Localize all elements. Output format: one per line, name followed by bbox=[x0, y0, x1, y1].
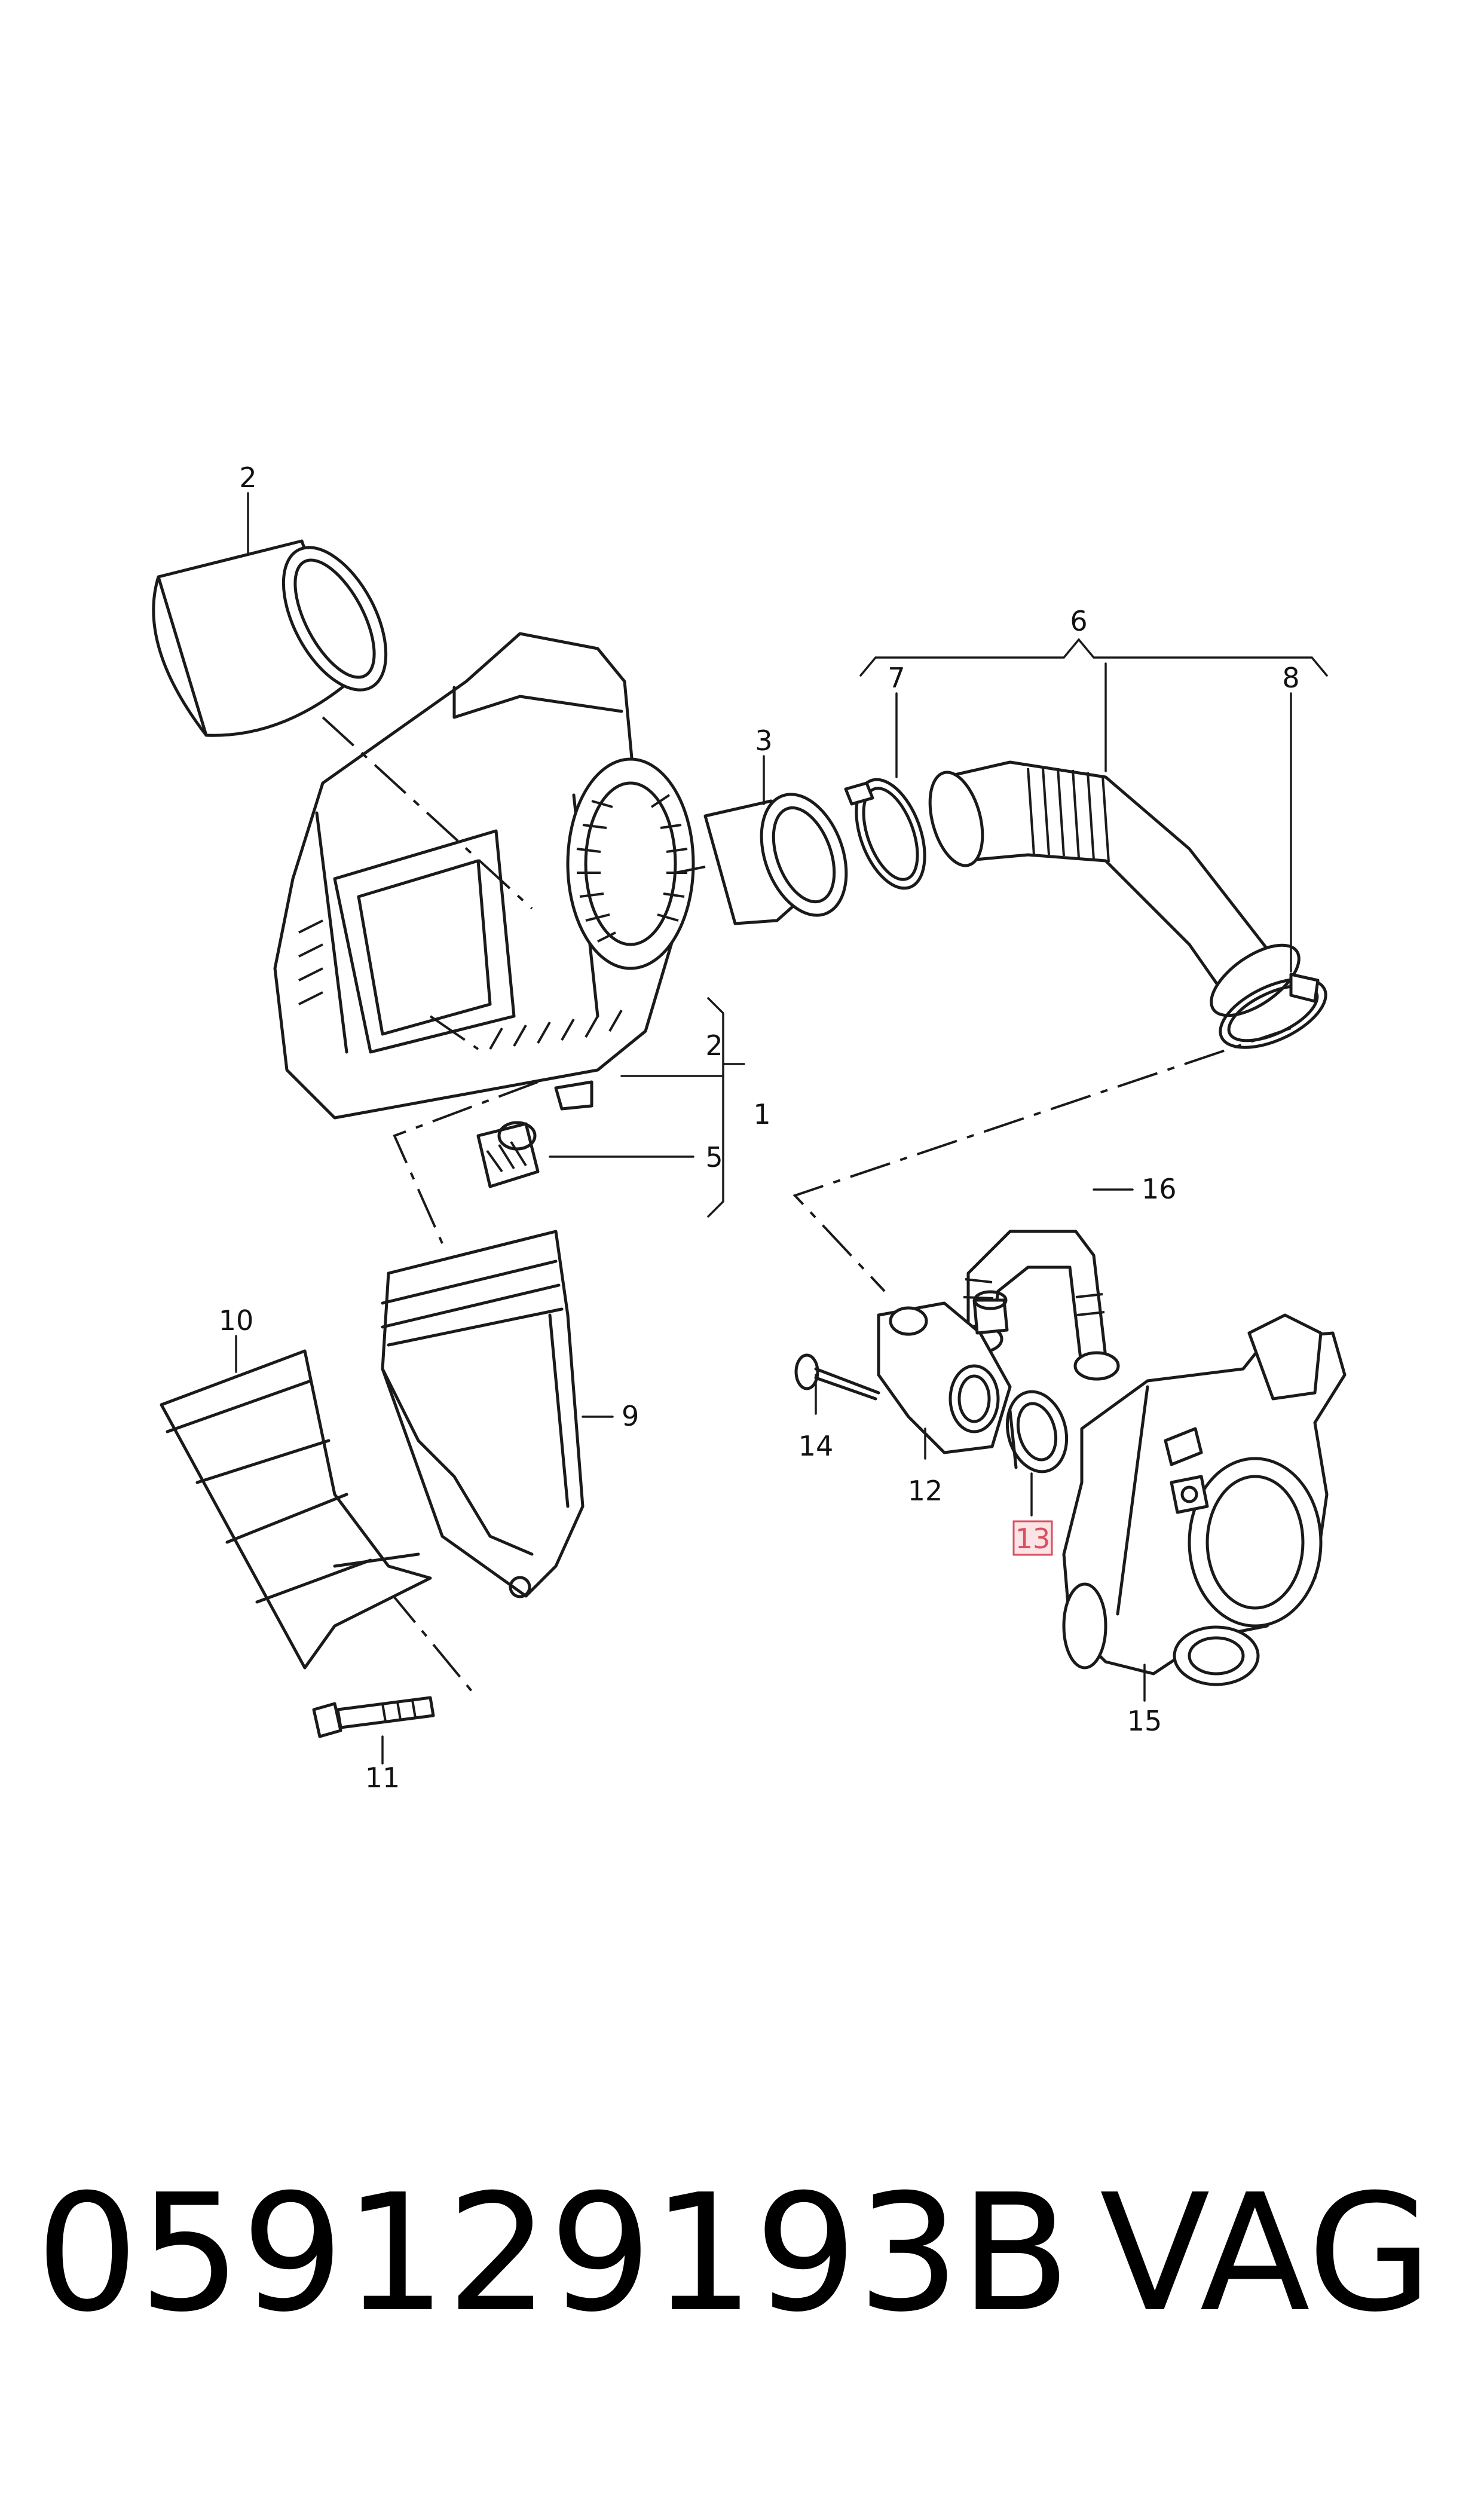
callout-2-side: 2 bbox=[705, 1029, 723, 1062]
callout-7: 7 bbox=[888, 662, 905, 694]
part-12-flange bbox=[877, 1290, 1012, 1454]
part-10-lower-duct bbox=[160, 1349, 432, 1670]
part-5-grommet bbox=[476, 1121, 540, 1188]
callout-10: 10 bbox=[219, 1304, 254, 1337]
callout-12: 12 bbox=[908, 1475, 943, 1507]
part-13-seal-ring bbox=[1005, 1390, 1069, 1473]
part-1-air-filter-housing bbox=[273, 632, 695, 1120]
callout-15: 15 bbox=[1127, 1705, 1162, 1737]
part-14-screw bbox=[794, 1353, 880, 1401]
callout-8: 8 bbox=[1282, 662, 1299, 694]
part-7-hose-clamp bbox=[844, 778, 926, 890]
part-3-connecting-pipe bbox=[703, 793, 848, 925]
callout-9: 9 bbox=[622, 1400, 639, 1432]
callout-14: 14 bbox=[798, 1430, 834, 1462]
part-6-intake-hose bbox=[928, 760, 1301, 1017]
callout-5: 5 bbox=[705, 1141, 723, 1173]
part-number-text: 059129193B bbox=[36, 2159, 1071, 2347]
callout-2-top: 2 bbox=[239, 461, 256, 494]
part-2-filter-element bbox=[152, 539, 388, 737]
part-8-hose-clamp bbox=[1219, 973, 1327, 1049]
part-15-turbocharger bbox=[1062, 1313, 1347, 1686]
callout-13: 13 bbox=[1015, 1523, 1051, 1555]
part-9-air-duct bbox=[381, 1230, 585, 1598]
callout-13-highlight bbox=[1012, 1520, 1053, 1556]
part-16-breather-pipe bbox=[957, 1230, 1120, 1381]
callout-3: 3 bbox=[755, 724, 772, 757]
callout-6: 6 bbox=[1070, 605, 1087, 637]
callout-16: 16 bbox=[1142, 1173, 1177, 1205]
brand-text: VAG bbox=[1100, 2159, 1433, 2347]
callout-1: 1 bbox=[753, 1098, 770, 1130]
part-11-bolt bbox=[312, 1696, 435, 1738]
callout-11: 11 bbox=[365, 1762, 400, 1794]
